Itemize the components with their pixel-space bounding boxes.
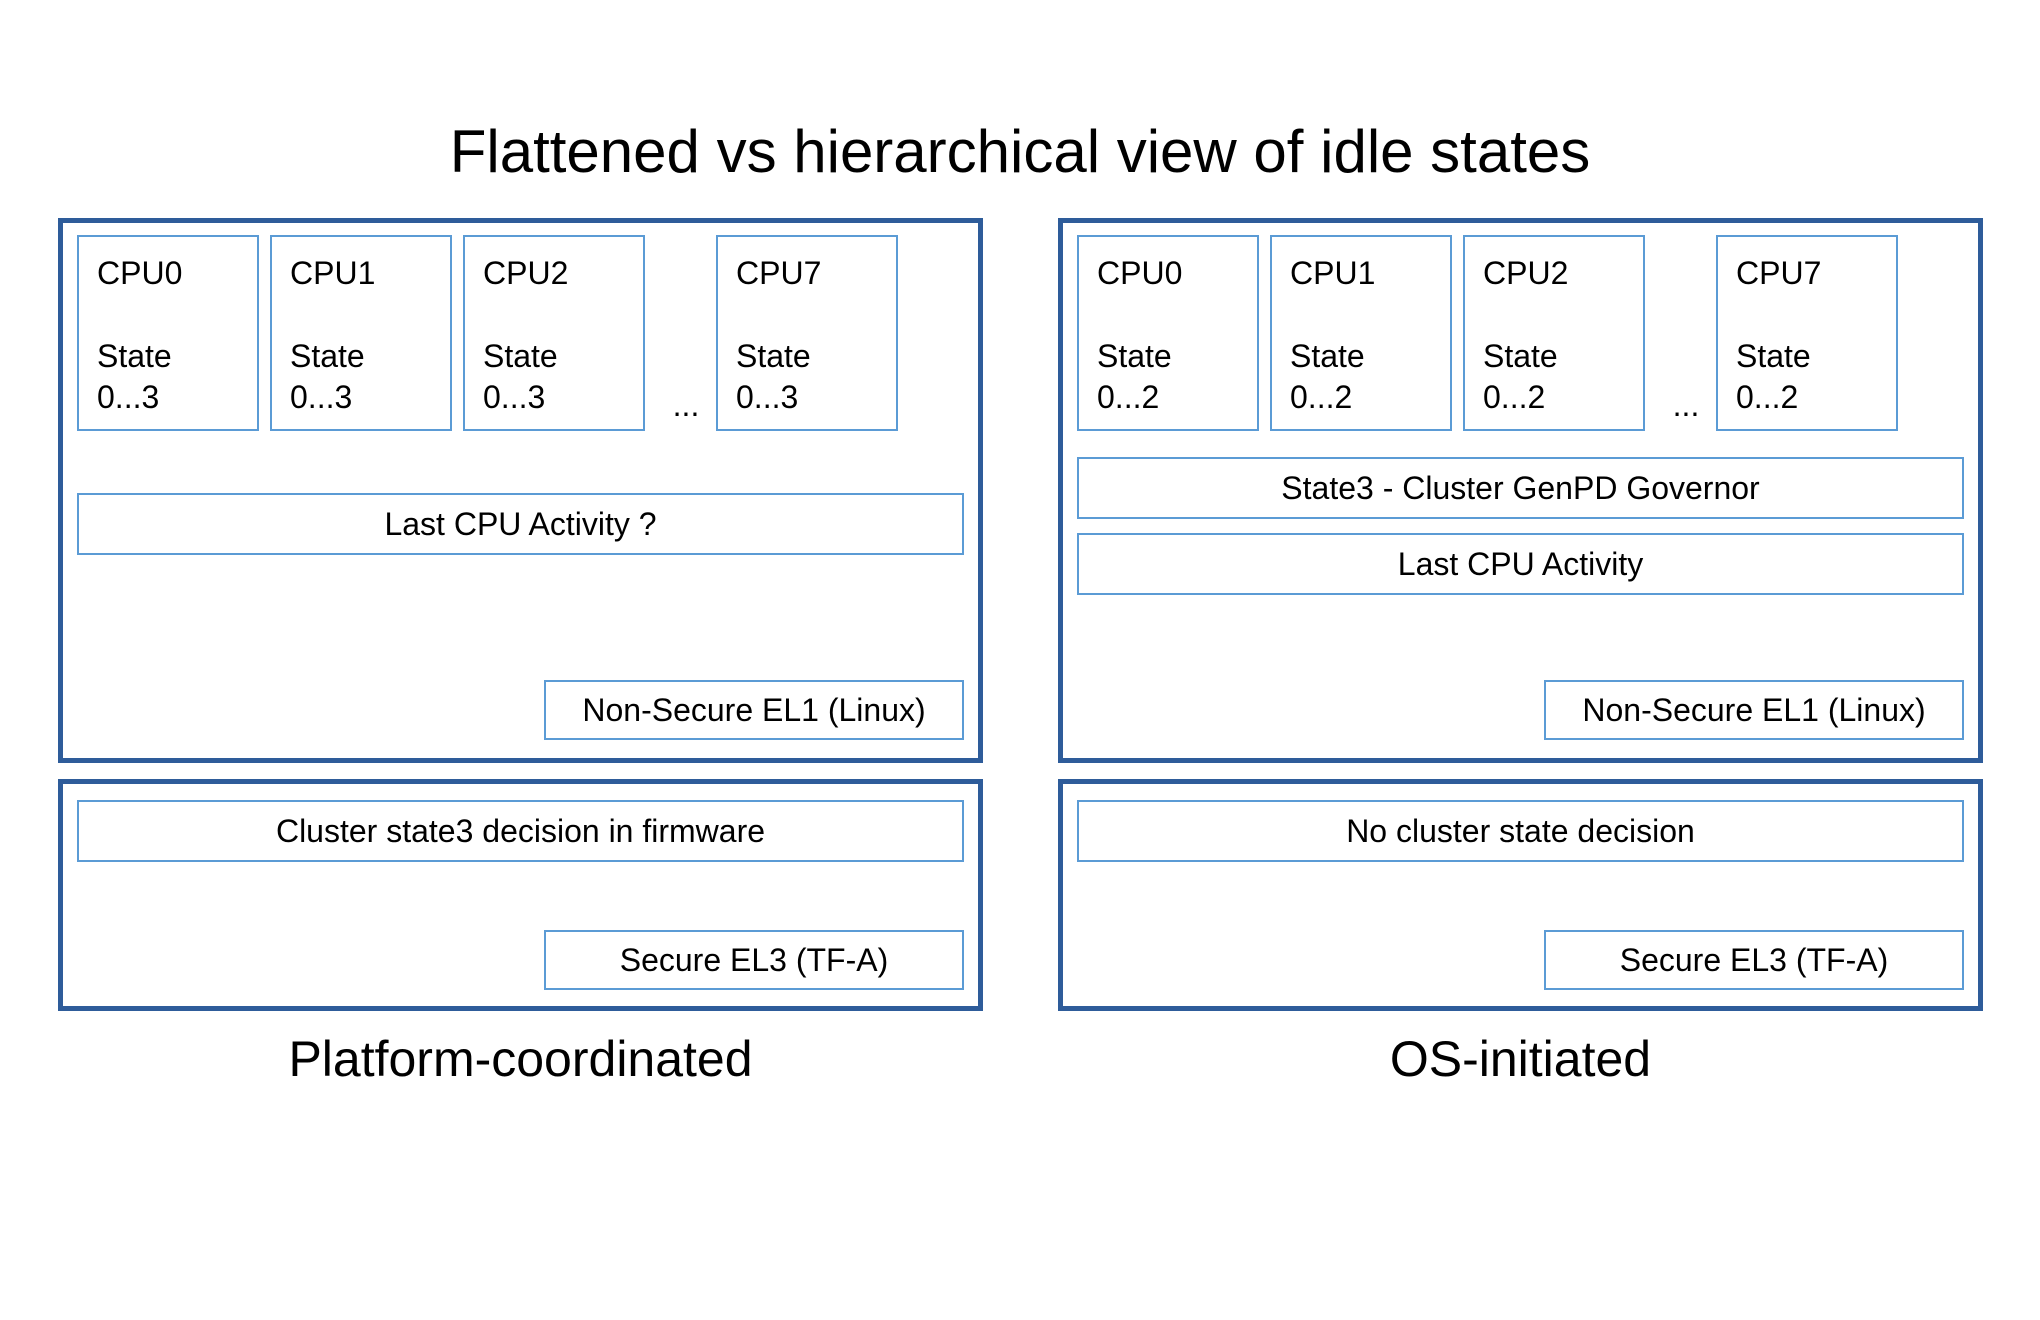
os-layer-panel-left: CPU0 State 0...3 CPU1 State 0...3 CPU2 S… bbox=[58, 218, 983, 763]
firmware-decision-bar-left[interactable]: Cluster state3 decision in firmware bbox=[77, 800, 964, 862]
cpu-label: CPU0 bbox=[1097, 255, 1183, 291]
cpu-state-range: 0...2 bbox=[1290, 379, 1353, 415]
cpu-label: CPU0 bbox=[97, 255, 183, 291]
firmware-layer-panel-left: Cluster state3 decision in firmware Secu… bbox=[58, 779, 983, 1011]
cpu-ellipsis-left: ... bbox=[672, 387, 700, 423]
cpu-box-cpu0-right[interactable]: CPU0 State 0...2 bbox=[1077, 235, 1259, 431]
cpu-label: CPU7 bbox=[736, 255, 822, 291]
cpu-state-range: 0...3 bbox=[290, 379, 353, 415]
os-layer-panel-right: CPU0 State 0...2 CPU1 State 0...2 CPU2 S… bbox=[1058, 218, 1983, 763]
cpu-state-label: State bbox=[1736, 338, 1811, 374]
cpu-label: CPU2 bbox=[483, 255, 569, 291]
cpu-state-label: State bbox=[290, 338, 365, 374]
cpu-box-cpu1-left[interactable]: CPU1 State 0...3 bbox=[270, 235, 452, 431]
cpu-state-range: 0...2 bbox=[1483, 379, 1546, 415]
exception-level-el1-left: Non-Secure EL1 (Linux) bbox=[544, 680, 964, 740]
cpu-state-range: 0...3 bbox=[483, 379, 546, 415]
cpu-label: CPU1 bbox=[290, 255, 376, 291]
cpu-state-range: 0...3 bbox=[97, 379, 160, 415]
exception-level-el3-right: Secure EL3 (TF-A) bbox=[1544, 930, 1964, 990]
firmware-layer-panel-right: No cluster state decision Secure EL3 (TF… bbox=[1058, 779, 1983, 1011]
last-cpu-activity-bar-left[interactable]: Last CPU Activity ? bbox=[77, 493, 964, 555]
cpu-box-cpu7-right[interactable]: CPU7 State 0...2 bbox=[1716, 235, 1898, 431]
cpu-state-range: 0...3 bbox=[736, 379, 799, 415]
panel-platform-coordinated: CPU0 State 0...3 CPU1 State 0...3 CPU2 S… bbox=[58, 218, 983, 1098]
cpu-label: CPU2 bbox=[1483, 255, 1569, 291]
firmware-decision-bar-right[interactable]: No cluster state decision bbox=[1077, 800, 1964, 862]
cpu-state-label: State bbox=[736, 338, 811, 374]
cpu-state-label: State bbox=[1483, 338, 1558, 374]
exception-level-el1-right: Non-Secure EL1 (Linux) bbox=[1544, 680, 1964, 740]
exception-level-el3-left: Secure EL3 (TF-A) bbox=[544, 930, 964, 990]
cpu-box-cpu7-left[interactable]: CPU7 State 0...3 bbox=[716, 235, 898, 431]
cpu-label: CPU1 bbox=[1290, 255, 1376, 291]
cpu-state-label: State bbox=[1290, 338, 1365, 374]
comparison-columns: CPU0 State 0...3 CPU1 State 0...3 CPU2 S… bbox=[0, 218, 2040, 1098]
cluster-genpd-governor-bar[interactable]: State3 - Cluster GenPD Governor bbox=[1077, 457, 1964, 519]
cpu-box-cpu2-right[interactable]: CPU2 State 0...2 bbox=[1463, 235, 1645, 431]
cpu-box-cpu0-left[interactable]: CPU0 State 0...3 bbox=[77, 235, 259, 431]
cpu-box-cpu2-left[interactable]: CPU2 State 0...3 bbox=[463, 235, 645, 431]
cpu-state-label: State bbox=[97, 338, 172, 374]
cpu-box-cpu1-right[interactable]: CPU1 State 0...2 bbox=[1270, 235, 1452, 431]
cpu-ellipsis-right: ... bbox=[1672, 387, 1700, 423]
panel-os-initiated: CPU0 State 0...2 CPU1 State 0...2 CPU2 S… bbox=[1058, 218, 1983, 1098]
cpu-state-range: 0...2 bbox=[1736, 379, 1799, 415]
cpu-row-left: CPU0 State 0...3 CPU1 State 0...3 CPU2 S… bbox=[77, 235, 964, 431]
cpu-label: CPU7 bbox=[1736, 255, 1822, 291]
page-title: Flattened vs hierarchical view of idle s… bbox=[449, 118, 1591, 185]
caption-os-initiated: OS-initiated bbox=[1389, 1031, 1652, 1087]
cpu-state-label: State bbox=[483, 338, 558, 374]
caption-platform-coordinated: Platform-coordinated bbox=[288, 1031, 753, 1087]
cpu-state-label: State bbox=[1097, 338, 1172, 374]
cpu-state-range: 0...2 bbox=[1097, 379, 1160, 415]
cpu-row-right: CPU0 State 0...2 CPU1 State 0...2 CPU2 S… bbox=[1077, 235, 1964, 431]
last-cpu-activity-bar-right[interactable]: Last CPU Activity bbox=[1077, 533, 1964, 595]
